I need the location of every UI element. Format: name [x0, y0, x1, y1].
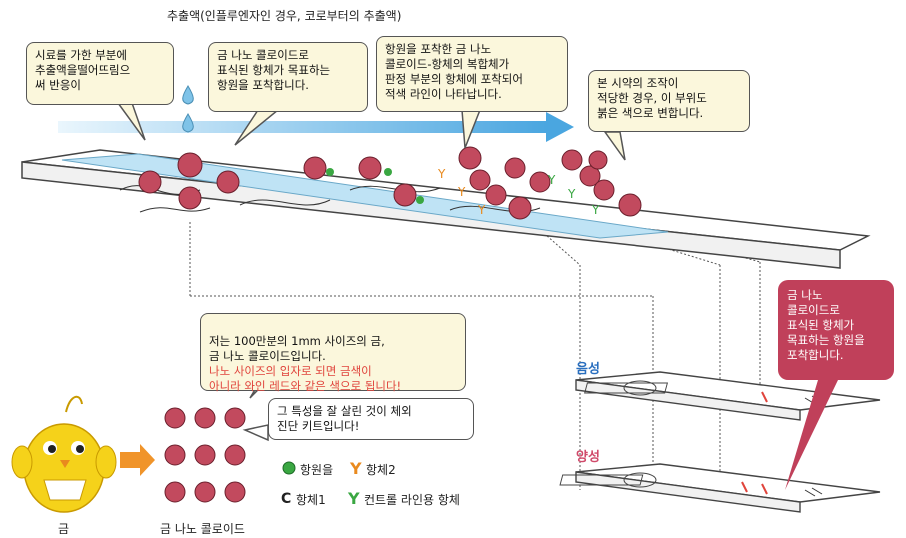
legend-antigen-label: 항원을: [300, 463, 334, 477]
colloid-label: 금 나노 콜로이드: [160, 522, 245, 536]
legend-antibody2-label: 항체2: [366, 463, 396, 477]
bubble-red-line: 항원을 포착한 금 나노 콜로이드-항체의 복합체가 판정 부분의 항체에 포착…: [376, 36, 568, 112]
antibody1-icon: C: [281, 491, 291, 507]
svg-text:Y: Y: [547, 173, 556, 187]
antigen-icon: [282, 461, 296, 475]
negative-label: 음성: [576, 362, 600, 377]
gold-colloid-particles: [138, 146, 642, 220]
gold-chick-icon: [11, 395, 117, 513]
flow-arrow: [58, 112, 574, 142]
legend-icons: Y C Y: [281, 459, 362, 508]
negative-strip: [575, 371, 881, 421]
svg-text:Y: Y: [591, 203, 600, 217]
bubble-control-line: 본 시약의 조작이 적당한 경우, 이 부위도 붉은 색으로 변합니다.: [588, 70, 750, 132]
bubble-add-sample: 시료를 가한 부분에 추출액을떨어뜨림으 써 반응이: [26, 42, 174, 105]
pink-callout: 금 나노 콜로이드로 표식된 항체가 목표하는 항원을 포착합니다.: [778, 280, 894, 380]
legend-antibody1-label: 항체1: [296, 493, 326, 507]
au-label: Au: [50, 483, 70, 498]
bubble-colloid-intro: 저는 100만분의 1mm 사이즈의 금, 금 나노 콜로이드입니다.나노 사이…: [200, 313, 466, 393]
svg-text:Y: Y: [437, 167, 446, 181]
bubble-capture-antigen: 금 나노 콜로이드로 표식된 항체가 목표하는 항원을 포착합니다.: [208, 42, 368, 112]
svg-text:Y: Y: [457, 185, 466, 199]
orange-arrow: [120, 444, 155, 476]
antibody-markers: Y Y Y Y Y Y: [326, 167, 600, 217]
colloid-intro-text: 저는 100만분의 1mm 사이즈의 금, 금 나노 콜로이드입니다.: [209, 334, 385, 363]
svg-text:Y: Y: [567, 187, 576, 201]
bubble-kit: 그 특성을 잘 살린 것이 체외 진단 키트입니다!: [268, 398, 474, 440]
svg-text:Y: Y: [477, 203, 486, 217]
legend-control-label: 컨트롤 라인용 항체: [364, 493, 460, 507]
gold-label: 금: [58, 522, 70, 536]
antibody2-icon: Y: [349, 459, 362, 478]
extract-label: 추출액(인플루엔자인 경우, 코로부터의 추출액): [167, 9, 402, 23]
pink-callout-tail: [785, 380, 838, 490]
droplet-icon: [182, 85, 194, 133]
positive-strip: [559, 463, 881, 513]
positive-label: 양성: [576, 450, 600, 465]
colloid-grid: [164, 407, 246, 503]
control-antibody-icon: Y: [347, 489, 360, 508]
colloid-intro-red: 나노 사이즈의 입자로 되면 금색이 아니라 와인 레드와 같은 색으로 됩니다…: [209, 364, 402, 393]
